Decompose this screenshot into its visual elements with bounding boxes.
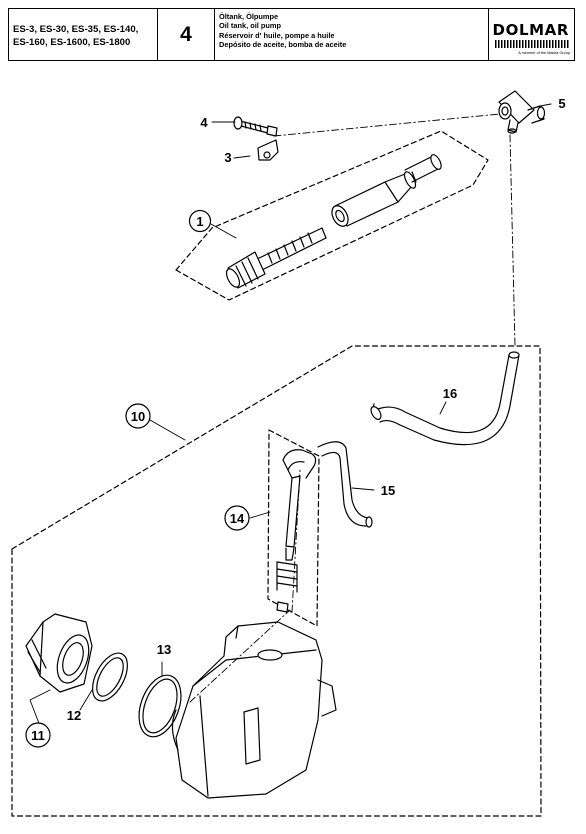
brand-area: DOLMAR A member of the Makita Group xyxy=(489,9,574,60)
callout-1: 1 xyxy=(196,214,203,229)
title-block: ES-3, ES-30, ES-35, ES-140, ES-160, ES-1… xyxy=(8,8,575,61)
pump-shaft xyxy=(225,227,327,289)
callout-3: 3 xyxy=(224,150,231,165)
member-text: A member of the Makita Group xyxy=(518,51,570,55)
center-lines xyxy=(189,113,516,703)
title-en: Oil tank, oil pump xyxy=(219,21,282,31)
title-es: Depósito de aceite, bomba de aceite xyxy=(219,40,347,50)
brand-logo: DOLMAR xyxy=(492,21,569,39)
section-titles: Öltank, Ölpumpe Oil tank, oil pump Réser… xyxy=(215,9,489,60)
suction-kit-frame xyxy=(267,429,320,627)
elbow-fitting xyxy=(498,90,546,134)
callout-circle-11 xyxy=(25,722,51,748)
suction-pipe xyxy=(276,449,317,613)
model-line-2: ES-160, ES-1600, ES-1800 xyxy=(13,37,131,48)
tank-kit-frame xyxy=(11,345,542,817)
callout-12: 12 xyxy=(67,708,81,723)
callout-circle-14 xyxy=(224,505,250,531)
callout-labels: 1 3 4 5 10 11 12 13 14 15 16 xyxy=(31,96,565,743)
bracket-and-screw xyxy=(233,116,279,161)
callout-circle-1 xyxy=(188,209,212,233)
callout-5: 5 xyxy=(558,96,565,111)
oil-tank xyxy=(171,621,337,799)
pressure-hose xyxy=(370,351,520,446)
callout-11: 11 xyxy=(31,728,45,743)
title-de: Öltank, Ölpumpe xyxy=(219,12,279,21)
callout-circle-10 xyxy=(125,403,151,429)
brand-stripe xyxy=(495,40,569,48)
callout-4: 4 xyxy=(200,115,208,130)
model-list: ES-3, ES-30, ES-35, ES-140, ES-160, ES-1… xyxy=(9,9,158,60)
callout-14: 14 xyxy=(230,511,245,526)
model-line-1: ES-3, ES-30, ES-35, ES-140, xyxy=(13,24,139,35)
callout-circles xyxy=(25,209,250,748)
callout-13: 13 xyxy=(157,642,171,657)
pump-sleeve xyxy=(331,154,442,227)
pump-kit-frame xyxy=(175,130,489,301)
group-number: 4 xyxy=(158,9,215,60)
gasket xyxy=(92,652,128,702)
callout-10: 10 xyxy=(131,409,145,424)
callout-15: 15 xyxy=(381,483,395,498)
title-fr: Réservoir d' huile, pompe a huile xyxy=(219,30,335,40)
tank-seal-ring xyxy=(138,674,182,738)
filler-cap xyxy=(25,613,93,693)
leader-lines xyxy=(29,103,552,727)
callout-16: 16 xyxy=(443,386,457,401)
suction-hose xyxy=(317,441,373,528)
